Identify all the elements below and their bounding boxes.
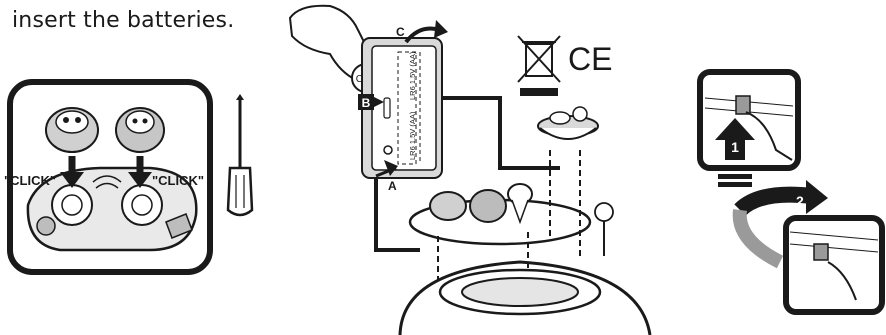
- battery-1-label: LR6 1.5V (AA): [408, 51, 417, 100]
- battery-compartment: Coin LR6 1.5V (AA) LR6 1.5V (AA) C B A: [288, 4, 448, 193]
- rotate-arrow-icon: 2: [732, 180, 828, 269]
- latch-panel-2: [783, 215, 885, 315]
- ce-mark: CE: [568, 41, 612, 77]
- step-1-label: 1: [731, 139, 739, 155]
- screwdriver-icon: [226, 94, 254, 217]
- weee-icon: [517, 35, 561, 96]
- lollipop-icon: [594, 202, 614, 222]
- latch-panel: 1: [697, 69, 801, 187]
- battery-2-label: LR6 1.5V (AA): [408, 111, 417, 160]
- arrow-down-icon: [128, 172, 152, 188]
- toy-right-icon: [115, 107, 165, 153]
- walker-tray-icon: [408, 150, 614, 305]
- step-a-label: A: [388, 179, 397, 193]
- toy-tower-icon: [537, 106, 599, 140]
- step-2-label: 2: [796, 193, 804, 209]
- arrow-down-icon: [60, 172, 84, 188]
- step-c-label: C: [396, 25, 405, 39]
- arrow-curved-icon: [434, 20, 448, 38]
- instruction-text: insert the batteries.: [12, 8, 235, 33]
- toy-left-icon: [45, 107, 99, 153]
- toy-attach-panel: "CLICK" "CLICK": [4, 79, 213, 275]
- arrow-up-icon: [715, 118, 755, 160]
- step-b-label: B: [362, 96, 371, 110]
- screw-icon: [383, 145, 393, 155]
- click-label-left: "CLICK": [4, 173, 56, 188]
- click-label-right: "CLICK": [152, 173, 204, 188]
- walker-base-icon: [398, 260, 652, 335]
